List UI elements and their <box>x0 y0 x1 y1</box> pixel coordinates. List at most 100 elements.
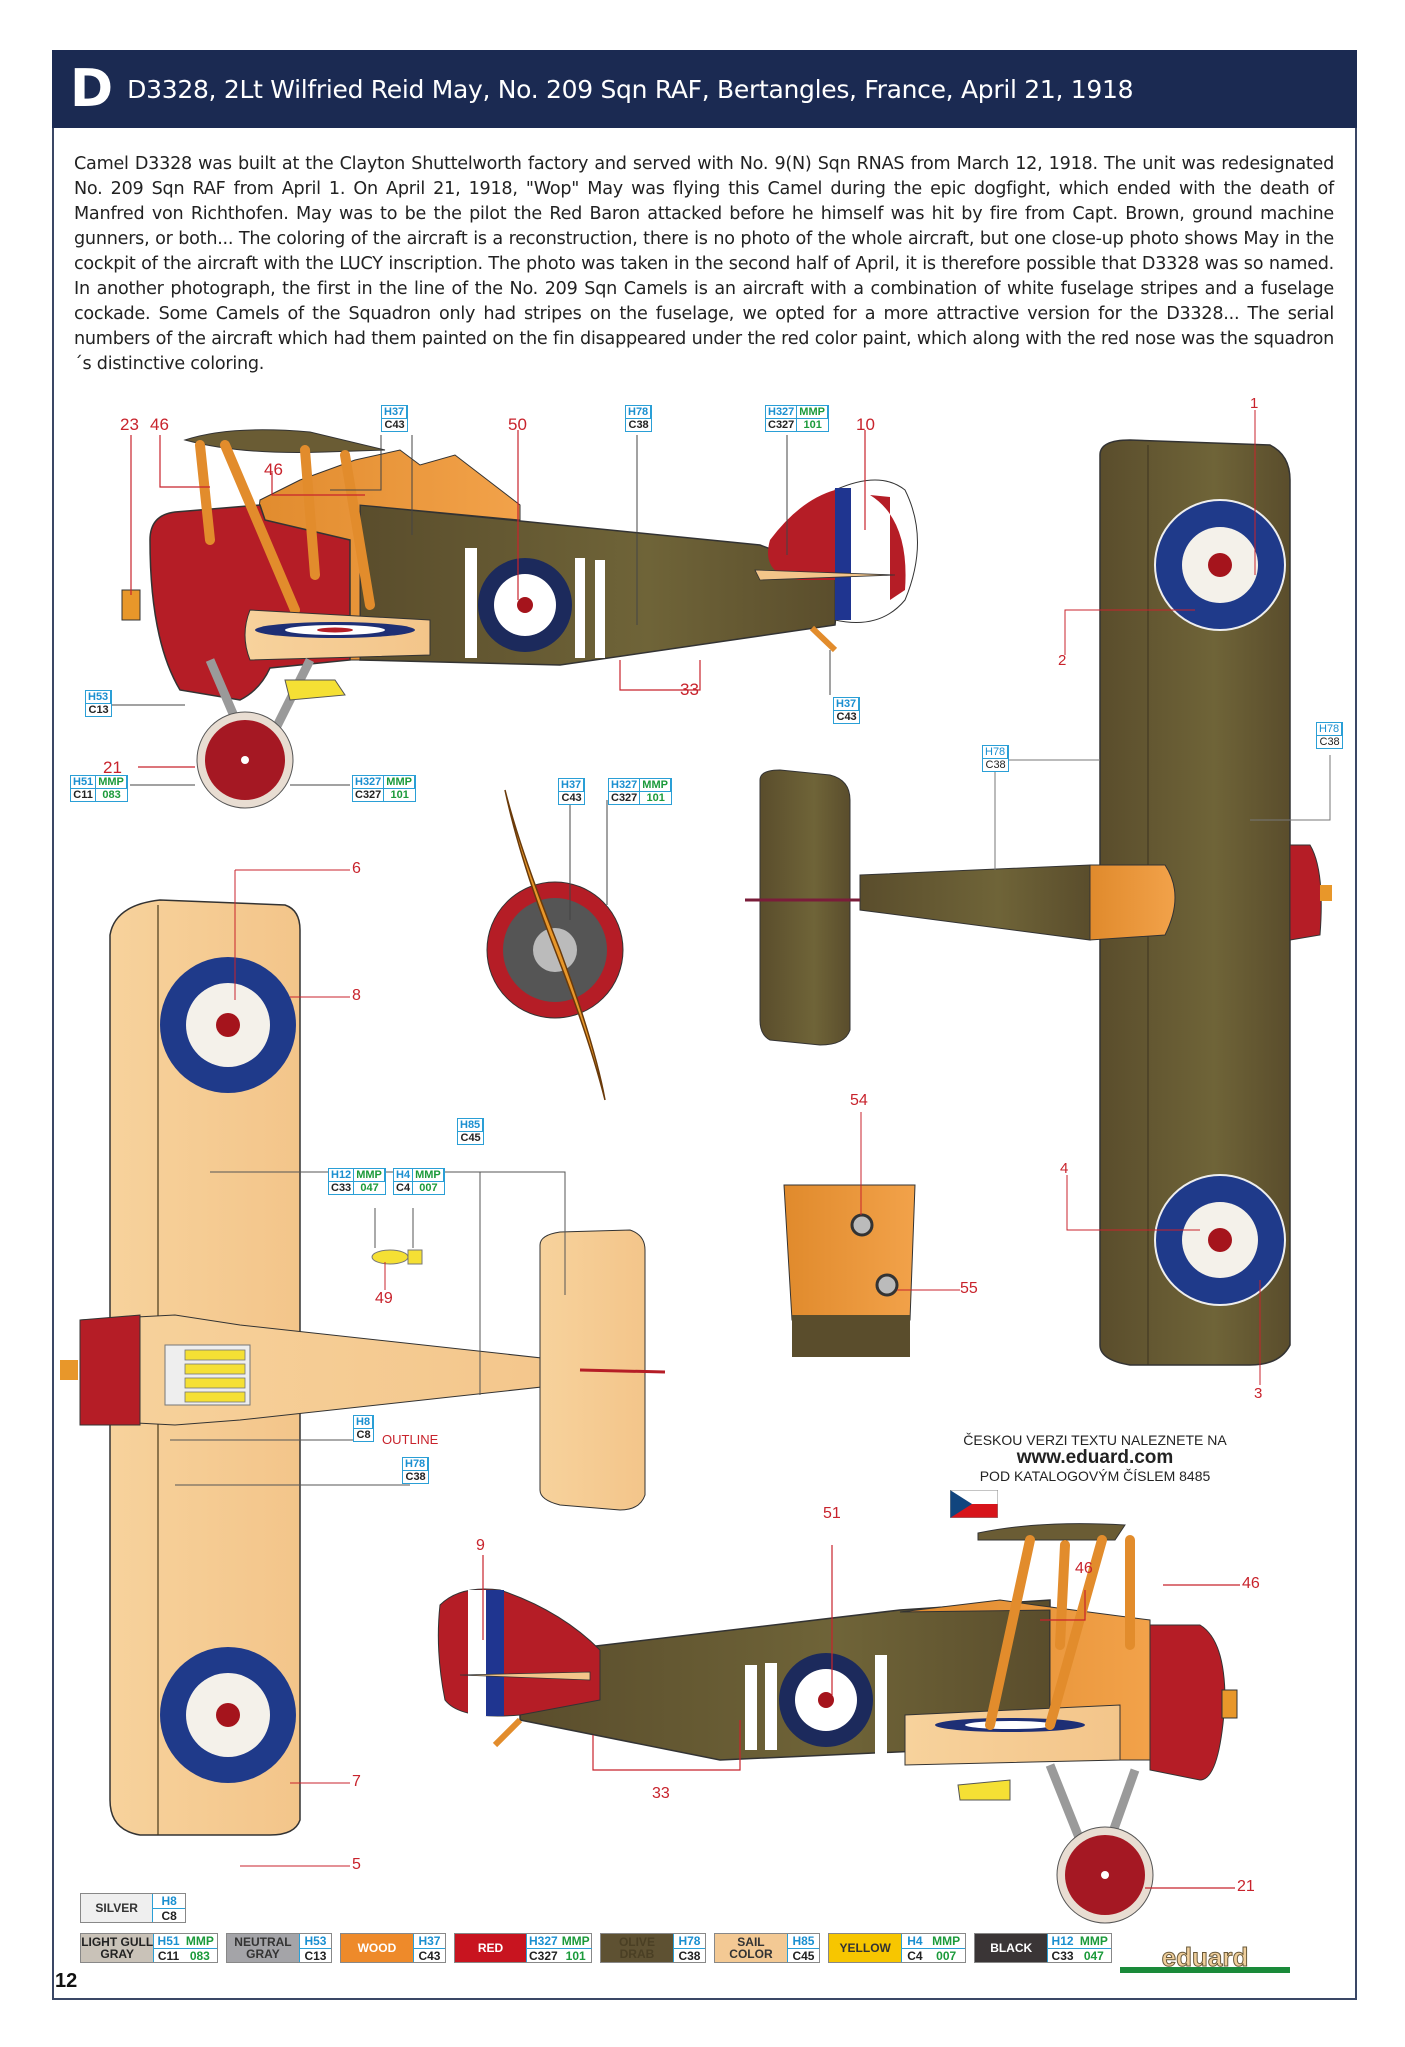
mmp-code: 047 <box>1083 1949 1104 1963</box>
paint-callout: H85 C45 <box>457 1118 485 1145</box>
red-cowling <box>1149 1624 1226 1781</box>
color-code: C38 <box>405 1471 426 1483</box>
color-code: C13 <box>304 1949 327 1963</box>
color-code: C4 <box>394 1182 414 1194</box>
paint-callout: H12 MMP C33 047 <box>328 1168 386 1195</box>
top-fuselage <box>859 864 1091 941</box>
hobby-code: H51 <box>71 776 97 789</box>
marker-7: 7 <box>352 1773 361 1790</box>
tailplane <box>754 569 896 581</box>
eduard-website-link[interactable]: www.eduard.com <box>1016 1447 1174 1468</box>
wing-roundel-red <box>317 627 353 633</box>
hobby-code: H327 <box>527 1934 560 1949</box>
color-code: C43 <box>418 1949 441 1963</box>
mmp-label: MMP <box>559 1934 592 1949</box>
hobby-code: H78 <box>626 406 652 419</box>
fuselage-stripe <box>875 1655 887 1755</box>
tail-skid <box>492 1717 523 1748</box>
hobby-code: H51 <box>154 1934 183 1949</box>
swatch-name: YELLOW <box>829 1934 902 1962</box>
callout-lines <box>994 755 1331 870</box>
marker-2: 2 <box>1058 652 1067 669</box>
swatch-name: BLACK <box>975 1934 1048 1962</box>
marker-46: 46 <box>1242 1575 1260 1592</box>
mmp-code: 101 <box>390 789 409 801</box>
fuselage-stripe <box>765 1663 777 1750</box>
color-code: C43 <box>561 792 582 804</box>
hobby-code: H37 <box>559 779 585 792</box>
bomb-rack-bombs <box>184 1349 246 1403</box>
hobby-code: H4 <box>394 1169 414 1182</box>
color-code: C45 <box>460 1132 481 1144</box>
mmp-label: MMP <box>413 1169 444 1182</box>
rudder-red-trailing <box>870 495 906 600</box>
hobby-code: H37 <box>834 698 860 711</box>
color-code: C38 <box>678 1949 701 1963</box>
color-code: C33 <box>1051 1949 1074 1963</box>
front-view <box>486 789 624 1101</box>
czech-version-note: ČESKOU VERZI TEXTU NALEZNETE NA www.edua… <box>945 1432 1245 1484</box>
bombs <box>957 1779 1011 1801</box>
profile-description: Camel D3328 was built at the Clayton Shu… <box>74 154 1334 374</box>
bottom-view <box>60 869 666 1867</box>
color-code: C327 <box>353 789 385 801</box>
swatch-name: SILVER <box>81 1894 153 1922</box>
color-code: C43 <box>836 711 857 723</box>
roundel-center <box>216 1013 240 1037</box>
paint-callout: H37 C43 <box>381 405 409 432</box>
cowl-detail <box>783 1184 916 1321</box>
marker-10: 10 <box>856 415 875 434</box>
hobby-code: H85 <box>458 1119 484 1132</box>
roundel-center <box>517 597 533 613</box>
paint-callout: H78 C38 <box>402 1457 430 1484</box>
mmp-code: 101 <box>803 419 822 431</box>
propeller-hub <box>1221 1689 1238 1719</box>
mmp-label: MMP <box>640 779 671 792</box>
callout-lines <box>90 435 831 786</box>
mmp-label: MMP <box>384 776 415 789</box>
bomb-fin <box>407 1249 423 1265</box>
paint-callout: H78 C38 <box>1316 722 1344 749</box>
wing-roundel-white <box>965 1721 1055 1729</box>
cabane-struts <box>985 1535 1135 1730</box>
color-code: C38 <box>1319 736 1340 748</box>
paint-callout: H78 C38 <box>625 405 653 432</box>
inspection-port <box>850 1213 874 1237</box>
prop-hub <box>60 1360 78 1380</box>
bombs <box>284 679 346 701</box>
swatch-name: WOOD <box>341 1934 413 1962</box>
marker-46: 46 <box>1075 1560 1093 1577</box>
marker-23: 23 <box>120 415 139 434</box>
marker-49: 49 <box>375 1290 393 1307</box>
color-code: C4 <box>907 1949 923 1963</box>
mmp-code: 101 <box>565 1949 586 1963</box>
color-code: C45 <box>792 1949 815 1963</box>
fuselage-stripe <box>595 560 605 658</box>
outline-label: OUTLINE <box>382 1432 439 1447</box>
cowl-detail-view <box>783 1112 960 1357</box>
paint-callout: H327 MMP C327 101 <box>608 778 672 805</box>
leader-lines <box>1064 410 1261 1385</box>
color-code: C8 <box>161 1909 177 1923</box>
color-code: C13 <box>88 704 109 716</box>
leader-lines <box>482 1545 1240 1889</box>
paint-callout: H37 C43 <box>558 778 586 805</box>
prop-hub <box>1320 885 1332 901</box>
hobby-code: H8 <box>354 1416 374 1429</box>
color-code: C327 <box>766 419 798 431</box>
marker-9: 9 <box>476 1537 485 1554</box>
page-number: 12 <box>55 1970 78 1992</box>
paint-callout: H327 MMP C327 101 <box>352 775 416 802</box>
hobby-code: H37 <box>382 406 408 419</box>
marker-21: 21 <box>1237 1878 1255 1895</box>
marker-3: 3 <box>1254 1385 1263 1402</box>
hobby-code: H78 <box>673 1934 705 1949</box>
marker-46: 46 <box>264 460 283 479</box>
